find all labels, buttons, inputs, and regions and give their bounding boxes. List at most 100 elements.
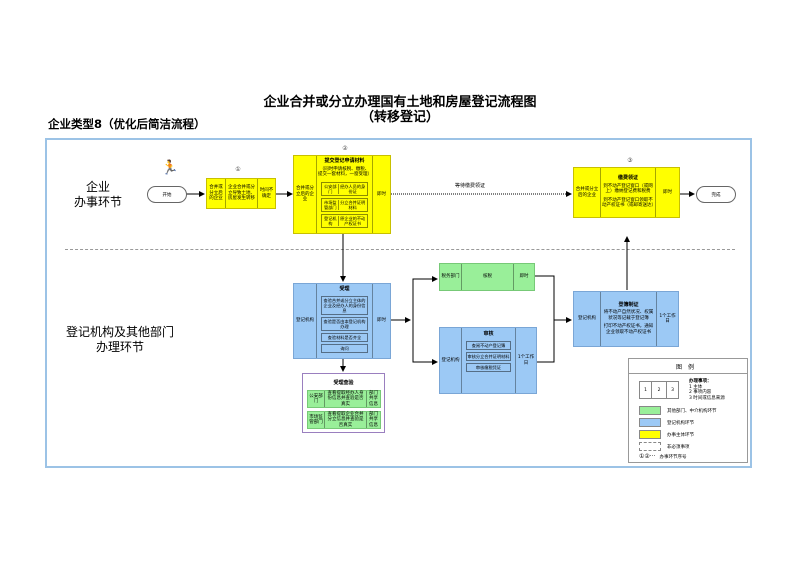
line-tax-to-merge xyxy=(535,275,555,320)
legend-notes-title: 办理事项： xyxy=(689,379,712,384)
check-dept: 市场监管部门 xyxy=(309,414,323,426)
lane-label-line: 办事环节 xyxy=(73,195,122,209)
yellow-swatch xyxy=(639,430,661,439)
review-box[interactable]: 登记机构 审核 查阅不动产登记簿 审核分立合并证明材料 审核缴税凭证 1个工作日 xyxy=(439,327,537,394)
legend-cell: 3 xyxy=(671,387,674,393)
review-item: 查阅不动产登记簿 xyxy=(465,340,512,350)
record-time: 1个工作日 xyxy=(656,292,678,346)
tax-content: 核税 xyxy=(461,264,513,290)
record-header: 登簿制证 xyxy=(618,301,639,308)
step2-number: ② xyxy=(342,145,348,152)
legend-cell-sample: 1 2 3 xyxy=(639,381,679,399)
check-mode: 部门共享信息 xyxy=(366,391,380,407)
step-number-symbol: ①②··· xyxy=(639,453,656,460)
lane-label-line: 办理环节 xyxy=(95,340,144,354)
lane-divider xyxy=(65,249,735,250)
legend-cell: 1 xyxy=(644,387,647,393)
legend-item-yellow: 办事主体环节 xyxy=(639,430,694,439)
flowchart-frame xyxy=(45,138,752,468)
accept-check-row: 公安部门 查看提取经办人身份信息并查验是否真实 部门共享信息 xyxy=(307,390,381,408)
review-item: 审核分立合并证明材料 xyxy=(465,351,512,361)
review-subject: 登记机构 xyxy=(441,357,460,363)
accept-item: 查验材料是否齐全 xyxy=(320,332,369,342)
accept-check-box[interactable]: 受理查验 公安部门 查看提取经办人身份信息并查验是否真实 部门共享信息 市场监管… xyxy=(302,373,385,433)
record-item: 打印不动产权证书，通知企业领取不动产权证书 xyxy=(603,324,654,335)
step2-row-item: 经办人员的身份证 xyxy=(337,183,366,194)
step2-row: 公安部门 经办人员的身份证 xyxy=(320,181,369,196)
accept-item: 询问 xyxy=(320,343,369,353)
blue-swatch xyxy=(639,418,661,427)
step2-subject: 合并或分立后的企业 xyxy=(296,186,314,203)
record-subject: 登记机构 xyxy=(578,316,596,322)
legend-label: 其他部门、中介机构环节 xyxy=(667,408,717,414)
step3-item: 到不动产登记窗口（或网上）缴纳登记费和税费 xyxy=(603,183,653,195)
enterprise-type-label: 企业类型8（优化后简洁流程） xyxy=(48,117,206,131)
check-item: 查看提取经办人身份信息并查验是否真实 xyxy=(324,391,366,407)
check-dept: 公安部门 xyxy=(309,393,323,405)
check-item: 查看提取企业合并分立信息并查验是否真实 xyxy=(324,412,366,428)
step2-row-dept: 登记机构 xyxy=(324,215,337,226)
step3-item: 到不动产登记窗口领取不动产权证书（或邮寄送达） xyxy=(602,197,656,209)
dashed-swatch xyxy=(639,442,661,451)
lane-label-line: 企业 xyxy=(85,180,110,194)
check-mode: 部门共享信息 xyxy=(366,412,380,428)
start-node[interactable]: 开始 xyxy=(147,186,187,203)
page-subtitle: （转移登记） xyxy=(360,110,439,125)
step1-number: ① xyxy=(235,166,241,173)
legend-label: 登记机构环节 xyxy=(667,420,694,426)
tax-box[interactable]: 税务部门 核税 即时 xyxy=(439,263,535,291)
step2-time: 即时 xyxy=(372,156,390,233)
arrow-split-to-tax xyxy=(412,276,438,320)
legend-label: 非必须事项 xyxy=(667,444,690,450)
step3-number: ③ xyxy=(627,157,633,164)
tax-subject: 税务部门 xyxy=(441,274,460,280)
legend-item-dashed: 非必须事项 xyxy=(639,442,690,451)
step2-row-item: 原企业的不动产权证书 xyxy=(337,215,366,226)
step2-row-item: 分立合并证明材料 xyxy=(337,199,366,210)
legend-note: 1 主体 xyxy=(689,384,703,390)
legend: 图例 1 2 3 办理事项： 1 主体 2 事项内容 3 时间或信息来源 其他部… xyxy=(628,358,748,463)
step1-content: 企业合并或分立导致土地、房屋发生转移 xyxy=(225,179,257,208)
legend-title: 图例 xyxy=(629,359,747,374)
step3-time: 即时 xyxy=(655,168,679,217)
accept-item: 查验是否由本登记机构办理 xyxy=(320,316,369,331)
step2-box[interactable]: 合并或分立后的企业 提交登记申请材料 （同时申请核税、缴税、提交一套材料，一窗受… xyxy=(293,155,391,234)
step2-note: （同时申请核税、缴税、提交一套材料，一窗受理） xyxy=(318,166,372,178)
legend-note: 3 时间或信息来源 xyxy=(689,395,725,401)
wait-label: 等待缴费领证 xyxy=(455,183,486,189)
step2-row-dept: 公安部门 xyxy=(324,183,337,194)
step3-box[interactable]: 合并或分立后的企业 缴费领证 到不动产登记窗口（或网上）缴纳登记费和税费 到不动… xyxy=(573,167,680,218)
legend-cell: 2 xyxy=(651,382,667,398)
tax-time: 即时 xyxy=(513,264,534,290)
accept-check-header: 受理查验 xyxy=(333,380,354,386)
step3-header: 缴费领证 xyxy=(617,175,638,182)
person-running-icon: 🏃 xyxy=(161,160,179,176)
legend-item-blue: 登记机构环节 xyxy=(639,418,694,427)
lane-label-enterprise: 企业 办事环节 xyxy=(68,180,128,210)
record-box[interactable]: 登记机构 登簿制证 将不动产自然状况、权属状况等记载于登记簿 打印不动产权证书，… xyxy=(573,291,679,347)
review-time: 1个工作日 xyxy=(515,328,536,393)
arrow-split-to-review xyxy=(412,320,438,365)
step3-subject: 合并或分立后的企业 xyxy=(575,187,599,198)
accept-header: 受理 xyxy=(339,286,350,292)
step1-subject: 合并或分立后的企业 xyxy=(209,185,223,202)
accept-time: 即时 xyxy=(372,284,390,358)
step2-row: 市场监管部门 分立合并证明材料 xyxy=(320,197,369,212)
line-review-to-merge xyxy=(537,320,555,363)
legend-notes: 办理事项： 1 主体 2 事项内容 3 时间或信息来源 xyxy=(689,379,725,401)
end-node[interactable]: 完成 xyxy=(696,186,736,203)
record-item: 将不动产自然状况、权属状况等记载于登记簿 xyxy=(603,310,654,321)
accept-check-row: 市场监管部门 查看提取企业合并分立信息并查验是否真实 部门共享信息 xyxy=(307,411,381,429)
legend-item-green: 其他部门、中介机构环节 xyxy=(639,406,717,415)
step1-time: 时间不确定 xyxy=(257,179,275,208)
step2-row: 登记机构 原企业的不动产权证书 xyxy=(320,213,369,228)
accept-subject: 登记机构 xyxy=(296,318,314,324)
page-title: 企业合并或分立办理国有土地和房屋登记流程图 xyxy=(263,95,537,110)
legend-item-numbers: ①②··· 办事环节序号 xyxy=(639,453,686,460)
review-header: 审核 xyxy=(483,331,494,337)
accept-box[interactable]: 登记机构 受理 查验合并或分立主体的企业及经办人的身份信息 查验是否由本登记机构… xyxy=(293,283,391,359)
step1-box[interactable]: 合并或分立后的企业 企业合并或分立导致土地、房屋发生转移 时间不确定 xyxy=(206,178,276,209)
lane-label-line: 登记机构及其他部门 xyxy=(65,325,174,339)
legend-label: 办事环节序号 xyxy=(659,454,687,460)
